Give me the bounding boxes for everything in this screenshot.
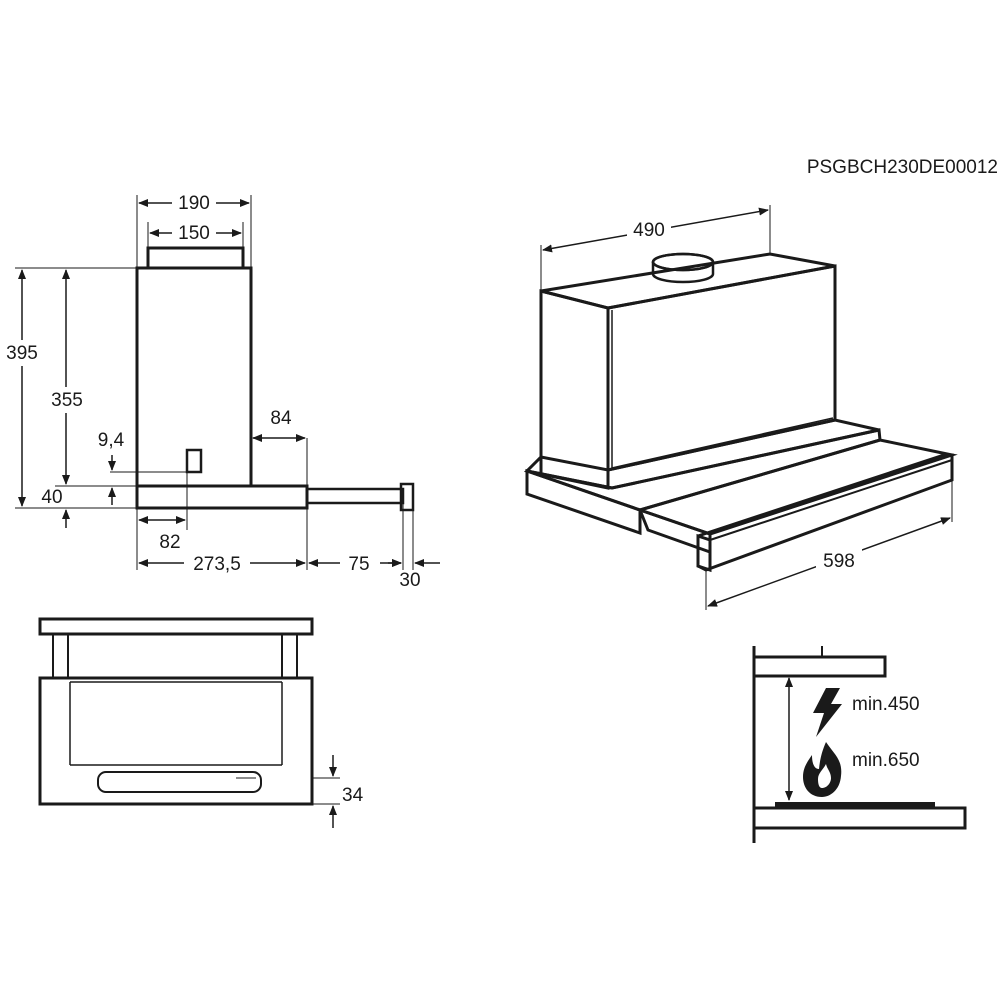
dim-width-outer: 190 (178, 193, 210, 214)
hob-surface (775, 802, 935, 808)
gas-flame-icon (803, 742, 842, 797)
chimney-collar (146, 246, 245, 270)
dim-base-offset: 82 (159, 532, 180, 553)
side-view: 190 150 395 355 9,4 84 40 82 273,5 75 30 (0, 190, 440, 591)
dim-base-height: 40 (41, 487, 62, 508)
cooktop-outline (752, 806, 967, 830)
front-panel-side (399, 482, 415, 512)
hood-body-front (38, 676, 314, 806)
handle (97, 771, 262, 793)
dim-height-total: 395 (6, 343, 38, 364)
dim-width-inner: 150 (178, 223, 210, 244)
dim-width: 598 (823, 551, 855, 572)
clearance-view: min.450 min.650 (752, 646, 967, 843)
front-view: 34 (38, 617, 364, 828)
drawing-code: PSGBCH230DE00012 (807, 157, 998, 178)
dim-front-panel: 30 (399, 570, 420, 591)
top-cover (38, 617, 314, 636)
dim-depth-ext: 84 (270, 408, 292, 429)
dim-depth-slide: 75 (348, 554, 369, 575)
clearance-electric: min.450 (852, 694, 920, 715)
dim-chimney-width: 490 (633, 220, 665, 241)
perspective-view: 490 598 (523, 205, 958, 610)
dim-offset-small: 9,4 (98, 430, 125, 451)
dim-depth-body: 273,5 (193, 554, 241, 575)
slide-rail (305, 487, 405, 505)
hood-body-side (135, 266, 253, 488)
dim-height-body: 355 (51, 390, 83, 411)
indicator-element (185, 448, 203, 474)
base-plate (135, 484, 309, 510)
dim-handle-height: 34 (342, 785, 364, 806)
hood-outline (752, 655, 887, 678)
clearance-gas: min.650 (852, 750, 920, 771)
electric-icon (813, 688, 842, 737)
